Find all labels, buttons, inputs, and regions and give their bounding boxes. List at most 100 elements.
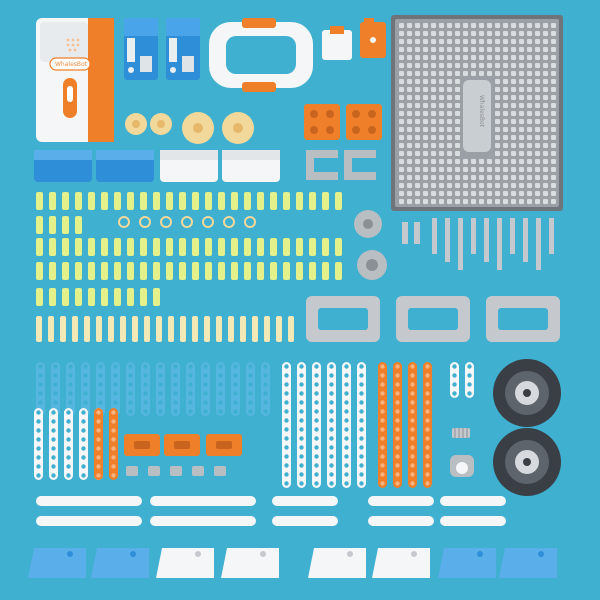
beam-hole bbox=[143, 382, 148, 387]
beam-hole bbox=[98, 373, 103, 378]
beam-hole bbox=[410, 409, 415, 414]
beam-hole bbox=[98, 382, 103, 387]
brick-2x2-orange-1 bbox=[304, 104, 340, 140]
beam-hole bbox=[395, 427, 400, 432]
connector-pin-long bbox=[288, 316, 294, 342]
beam-hole bbox=[380, 400, 385, 405]
link-beam-bottom bbox=[36, 516, 142, 526]
beam-hole bbox=[38, 373, 43, 378]
plate-hole bbox=[415, 39, 420, 44]
beam-blue bbox=[216, 362, 225, 416]
plate-hole bbox=[479, 55, 484, 60]
beam-hole bbox=[81, 428, 86, 433]
plate-hole bbox=[503, 199, 508, 204]
plate-hole bbox=[439, 31, 444, 36]
plate-hole bbox=[407, 95, 412, 100]
plate-hole bbox=[399, 191, 404, 196]
plate-hole bbox=[423, 87, 428, 92]
beam-hole bbox=[344, 382, 349, 387]
plate-hole bbox=[407, 191, 412, 196]
beam-hole bbox=[329, 400, 334, 405]
beam-hole bbox=[299, 454, 304, 459]
connector-pin bbox=[335, 262, 342, 280]
plate-hole bbox=[519, 199, 524, 204]
beam-hole bbox=[467, 373, 472, 378]
plate-hole bbox=[479, 167, 484, 172]
beam-hole bbox=[410, 427, 415, 432]
beam-hole bbox=[329, 373, 334, 378]
connector-pin bbox=[49, 262, 56, 280]
plate-hole bbox=[399, 79, 404, 84]
plate-hole bbox=[535, 23, 540, 28]
plate-hole bbox=[543, 63, 548, 68]
beam-hole bbox=[359, 481, 364, 486]
plate-hole bbox=[431, 71, 436, 76]
plate-hole bbox=[479, 63, 484, 68]
plate-hole bbox=[535, 31, 540, 36]
plate-hole bbox=[471, 175, 476, 180]
plate-hole bbox=[551, 79, 556, 84]
plate-hole bbox=[415, 167, 420, 172]
beam-hole bbox=[66, 428, 71, 433]
beam-hole bbox=[329, 472, 334, 477]
beam-hole bbox=[173, 382, 178, 387]
plate-hole bbox=[519, 39, 524, 44]
beam-blue bbox=[81, 362, 90, 416]
plate-hole bbox=[511, 143, 516, 148]
plate-hole bbox=[431, 159, 436, 164]
plate-hole bbox=[471, 23, 476, 28]
connector-slot bbox=[174, 441, 190, 449]
plate-hole bbox=[479, 31, 484, 36]
connector-pin bbox=[36, 238, 43, 256]
plate-hole bbox=[423, 159, 428, 164]
gear-medium-2 bbox=[222, 112, 254, 144]
plate-hole bbox=[439, 23, 444, 28]
beam-hole bbox=[344, 373, 349, 378]
plate-hole bbox=[447, 119, 452, 124]
base-plate: WhalesBot bbox=[391, 15, 563, 211]
plate-hole bbox=[431, 103, 436, 108]
plate-hole bbox=[535, 71, 540, 76]
beam-hole bbox=[380, 445, 385, 450]
beam-hole bbox=[410, 481, 415, 486]
beam-hole bbox=[81, 464, 86, 469]
plate-hole bbox=[431, 175, 436, 180]
axle bbox=[484, 218, 489, 262]
beam-hole bbox=[425, 400, 430, 405]
controller-brand-label: WhalesBot bbox=[55, 61, 88, 68]
beam-hole bbox=[299, 463, 304, 468]
plate-hole bbox=[431, 31, 436, 36]
beam-hole bbox=[128, 409, 133, 414]
plate-hole bbox=[447, 47, 452, 52]
beam-hole bbox=[314, 463, 319, 468]
beam-blue bbox=[186, 362, 195, 416]
plate-hole bbox=[527, 191, 532, 196]
connector-pin-long bbox=[252, 316, 258, 342]
plate-hole bbox=[415, 79, 420, 84]
beam-hole bbox=[188, 400, 193, 405]
connector-pin bbox=[153, 238, 160, 256]
beam-hole bbox=[425, 472, 430, 477]
beam-hole bbox=[188, 382, 193, 387]
beam-hole bbox=[113, 364, 118, 369]
beam-hole bbox=[395, 400, 400, 405]
beam-hole bbox=[83, 364, 88, 369]
link-beam-bottom bbox=[368, 516, 434, 526]
plate-hole bbox=[487, 167, 492, 172]
plate-hole bbox=[535, 111, 540, 116]
beam-hole bbox=[329, 481, 334, 486]
beam-hole bbox=[380, 463, 385, 468]
bushing-ring bbox=[244, 216, 256, 228]
beam-hole bbox=[467, 382, 472, 387]
beam-hole bbox=[284, 409, 289, 414]
beam-hole bbox=[36, 419, 41, 424]
plate-hole bbox=[543, 87, 548, 92]
beam-white-short bbox=[465, 362, 474, 398]
beam-hole bbox=[111, 446, 116, 451]
plate-hole bbox=[463, 159, 468, 164]
plate-hole bbox=[527, 55, 532, 60]
plate-hole bbox=[455, 71, 460, 76]
plate-hole bbox=[463, 63, 468, 68]
plate-hole bbox=[495, 119, 500, 124]
beam-orange bbox=[109, 408, 118, 480]
